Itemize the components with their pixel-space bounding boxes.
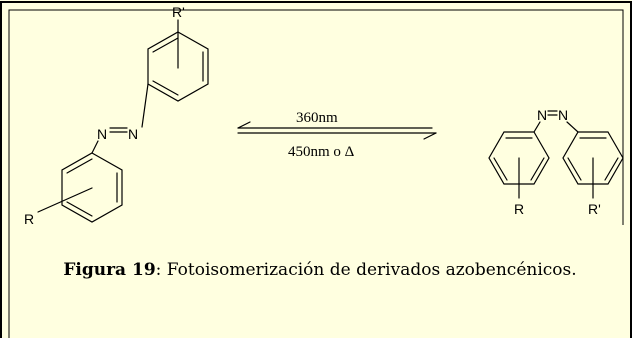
caption-text: Fotoisomerización de derivados azobencén… xyxy=(161,260,577,280)
figure-number: Figura 19 xyxy=(63,260,156,280)
product-right-phenyl-ring xyxy=(562,131,624,185)
top-substituent-label: R' xyxy=(172,4,185,20)
reaction-scheme: R' N N R 360nm 450nm o Δ xyxy=(24,4,624,227)
product-azo-n2-label: N xyxy=(558,107,568,123)
reverse-condition-label: 450nm o Δ xyxy=(288,144,355,160)
cis-azobenzene: N N R R' xyxy=(488,107,624,217)
reverse-arrow-head xyxy=(237,121,251,129)
forward-condition-label: 360nm xyxy=(296,110,338,126)
product-azo-n1-label: N xyxy=(537,107,547,123)
top-phenyl-ring xyxy=(147,31,209,102)
azo-bond-ring-top xyxy=(141,83,149,128)
bottom-substituent-label: R xyxy=(24,211,34,227)
azo-n2-label: N xyxy=(128,126,138,142)
azo-n1-label: N xyxy=(97,126,107,142)
forward-arrow-head xyxy=(423,132,437,140)
product-left-phenyl-ring xyxy=(488,131,550,185)
product-right-substituent-label: R' xyxy=(588,201,601,217)
bottom-substituent-bond xyxy=(37,187,93,213)
azo-bond-ring-bottom xyxy=(91,140,99,154)
product-azo-bond-left xyxy=(533,121,541,133)
figure-caption: Figura 19: Fotoisomerización de derivado… xyxy=(60,258,580,283)
product-left-substituent-label: R xyxy=(514,201,524,217)
equilibrium-arrows: 360nm 450nm o Δ xyxy=(237,110,437,160)
product-azo-bond-right xyxy=(566,121,579,133)
bottom-phenyl-ring xyxy=(61,152,123,223)
trans-azobenzene: R' N N R xyxy=(24,4,209,227)
caption-separator: : xyxy=(155,260,162,280)
